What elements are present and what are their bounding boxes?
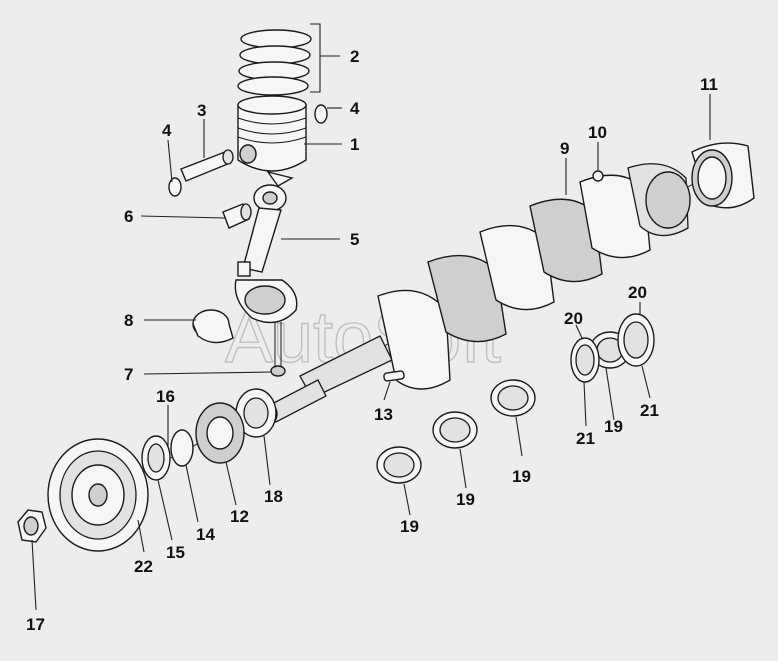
callout-19-c: 19 [512, 467, 531, 486]
callout-11: 11 [700, 75, 718, 94]
callout-9: 9 [560, 139, 569, 158]
callout-21-a: 21 [576, 429, 595, 448]
callout-7: 7 [124, 365, 133, 384]
callout-18: 18 [264, 487, 283, 506]
rod-bolt [270, 322, 286, 377]
leader-lines [31, 23, 711, 611]
small-end-bushing [222, 203, 252, 229]
thrust-washer-right [617, 313, 655, 367]
callout-3: 3 [197, 101, 206, 120]
callout-20-b: 20 [628, 283, 647, 302]
crank-gear [195, 402, 245, 464]
callout-4-left: 4 [162, 121, 172, 140]
main-bearing-1 [376, 446, 422, 484]
woodruff-key [383, 370, 405, 382]
crankshaft [99, 163, 721, 496]
callout-19-d: 19 [604, 417, 623, 436]
callout-10: 10 [588, 123, 607, 142]
callout-13: 13 [374, 405, 393, 424]
callout-6: 6 [124, 207, 133, 226]
rear-oil-seal [691, 142, 755, 209]
pulley-nut [17, 509, 47, 543]
callout-8: 8 [124, 311, 133, 330]
callout-19-a: 19 [400, 517, 419, 536]
circlip-left [168, 177, 182, 197]
circlip-right [314, 104, 328, 124]
callout-19-b: 19 [456, 490, 475, 509]
front-oil-seal [141, 435, 171, 481]
piston [237, 95, 307, 187]
callout-labels: 1 2 3 4 4 5 6 7 8 9 10 11 12 13 14 15 16… [26, 47, 718, 634]
piston-rings [237, 29, 312, 96]
callout-14: 14 [196, 525, 215, 544]
crankshaft-pulley [47, 438, 149, 552]
front-bearing [235, 388, 277, 438]
callout-4-right: 4 [350, 99, 360, 118]
main-bearing-3 [490, 379, 536, 417]
thrust-washer-left [570, 337, 600, 383]
callout-21-b: 21 [640, 401, 659, 420]
callout-20-a: 20 [564, 309, 583, 328]
callout-15: 15 [166, 543, 185, 562]
oil-plug-ball [592, 170, 604, 182]
callout-5: 5 [350, 230, 359, 249]
callout-22: 22 [134, 557, 153, 576]
callout-12: 12 [230, 507, 249, 526]
callout-17: 17 [26, 615, 45, 634]
callout-2: 2 [350, 47, 359, 66]
rod-bearing-shells [192, 309, 234, 344]
main-bearing-2 [432, 411, 478, 449]
spacer-ring [170, 429, 194, 467]
connecting-rod [234, 184, 298, 324]
callout-1: 1 [350, 135, 359, 154]
piston-pin [180, 149, 234, 182]
callout-16: 16 [156, 387, 175, 406]
